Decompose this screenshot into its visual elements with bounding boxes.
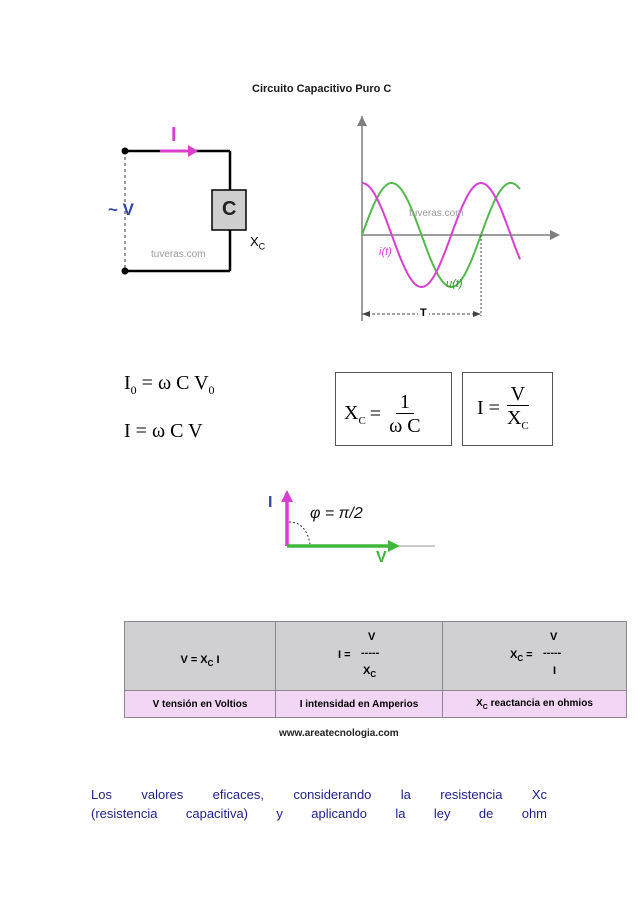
formula-row: V = XC I V I = ----- XC V XC = ----- I <box>124 621 627 691</box>
voltage-phasor-head <box>388 540 400 552</box>
body-paragraph: Los valores eficaces, considerando la re… <box>91 785 547 823</box>
page-title: Circuito Capacitivo Puro C <box>252 83 392 95</box>
current-curve-label: i(t) <box>379 246 392 258</box>
reactance-label: XC <box>250 234 266 252</box>
phasor-diagram <box>281 490 435 552</box>
box1-denominator: ω C <box>389 415 421 437</box>
period-label: T <box>418 307 429 319</box>
period-arrow-left <box>362 311 370 317</box>
voltage-curve <box>361 182 521 288</box>
current-phasor-head <box>281 490 293 502</box>
circuit-voltage-label: ~ V <box>108 200 134 219</box>
period-arrow-right <box>473 311 481 317</box>
waveform-plot <box>357 116 560 321</box>
table-c2-numerator: V <box>368 631 376 643</box>
voltage-curve-label: u(t) <box>446 278 463 290</box>
box1-lhs: XC <box>344 402 366 427</box>
phase-angle-arc <box>288 521 311 545</box>
capacitor-label: C <box>222 198 237 220</box>
table-c3-dash: ----- <box>543 647 562 659</box>
formula-cell-current: V I = ----- XC <box>275 621 443 691</box>
waveform-x-arrow <box>550 230 560 240</box>
table-c3-numerator: V <box>550 631 558 643</box>
table-c2-dash: ----- <box>361 647 380 659</box>
equation-peak-current: I0 = ω C V0 <box>124 372 215 397</box>
current-curve <box>361 181 521 288</box>
description-current: I intensidad en Amperios <box>275 690 443 718</box>
phasor-voltage-label: V <box>376 549 387 566</box>
description-reactance: XC reactancia en ohmios <box>442 690 627 718</box>
table-c2-lhs: I = <box>338 649 351 661</box>
capacitor-box <box>211 189 247 231</box>
table-c2-denominator: XC <box>363 665 377 680</box>
reactance-formula-box: XC = 1 ω C <box>335 372 452 446</box>
waveform-y-arrow <box>357 116 367 126</box>
formula-table: V = XC I V I = ----- XC V XC = ----- I V… <box>124 621 627 718</box>
box1-equals: = <box>369 403 382 425</box>
description-voltage: V tensión en Voltios <box>124 690 276 718</box>
website-credit: www.areatecnologia.com <box>279 728 399 739</box>
waveform-watermark: tuveras.com <box>409 208 464 219</box>
box1-fraction: 1 ω C <box>385 391 425 438</box>
equation-current: I = ω C V <box>124 420 203 442</box>
box2-fraction: V XC <box>503 383 533 433</box>
formula-cell-reactance: V XC = ----- I <box>442 621 627 691</box>
formula-cell-voltage: V = XC I <box>124 621 276 691</box>
box2-lhs: I = <box>477 396 500 419</box>
terminal-top <box>121 147 129 155</box>
table-c3-lhs: XC = <box>510 649 533 664</box>
box2-denominator: XC <box>506 407 529 432</box>
description-row: V tensión en Voltios I intensidad en Amp… <box>124 690 627 718</box>
box1-numerator: 1 <box>395 391 414 414</box>
paragraph-line-2: (resistencia capacitiva) y aplicando la … <box>91 806 547 821</box>
current-arrow-head <box>188 145 198 157</box>
ohm-law-formula-box: I = V XC <box>462 372 553 446</box>
box2-numerator: V <box>506 383 530 406</box>
capacitive-circuit-diagram <box>121 145 247 275</box>
paragraph-line-1: Los valores eficaces, considerando la re… <box>91 787 547 802</box>
phasor-current-label: I <box>268 494 273 511</box>
terminal-bottom <box>121 267 129 275</box>
circuit-current-label: I <box>171 124 177 146</box>
phase-angle-label: φ = π/2 <box>310 505 363 522</box>
circuit-watermark: tuveras.com <box>151 249 206 260</box>
table-c3-denominator: I <box>553 665 557 677</box>
